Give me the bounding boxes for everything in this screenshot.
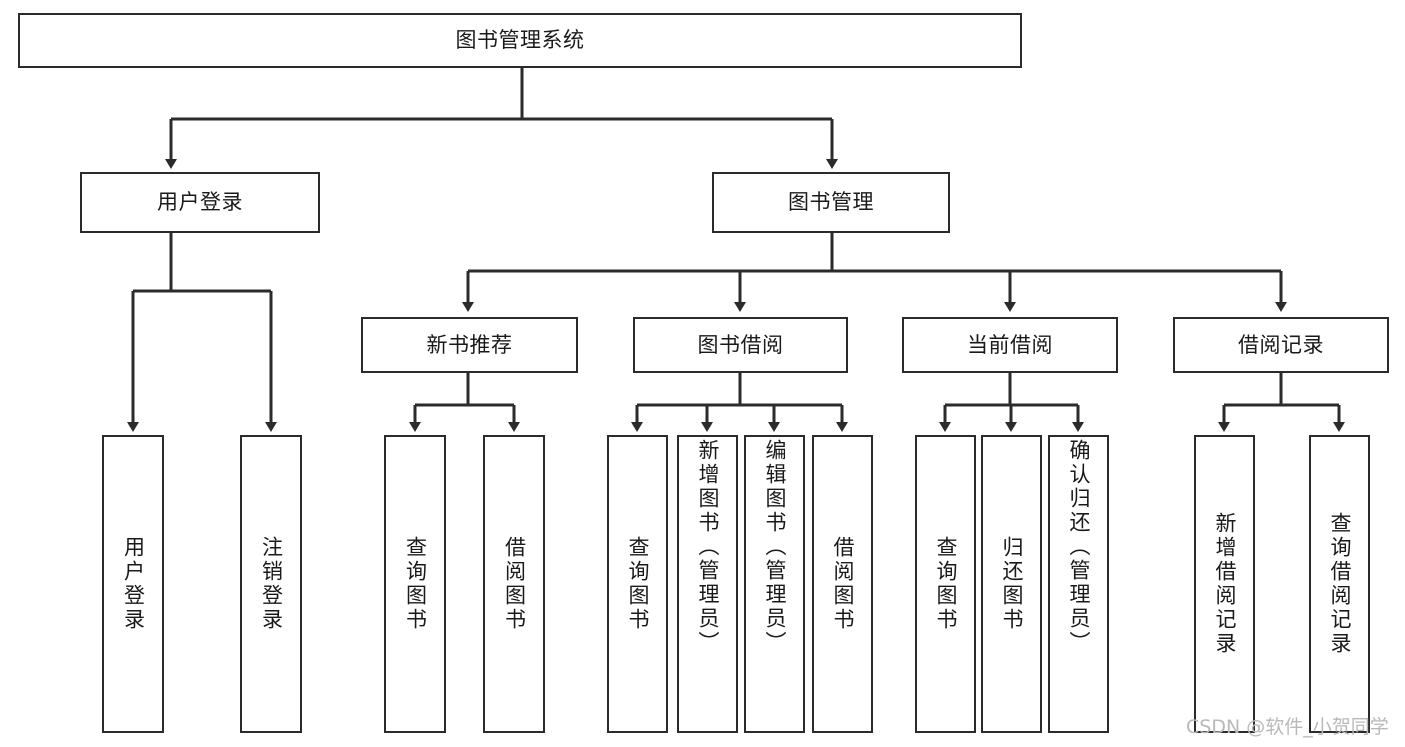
leaf-query-book-recommend[interactable]: 查询图书	[384, 435, 446, 733]
leaf-confirm-return-admin-label: 确认归还（管理员）	[1067, 439, 1091, 655]
leaf-logout-label: 注销登录	[259, 536, 284, 632]
node-borrow-record[interactable]: 借阅记录	[1173, 317, 1389, 373]
node-user-login-label: 用户登录	[157, 190, 243, 215]
leaf-borrow-book-borrow[interactable]: 借阅图书	[812, 435, 873, 733]
leaf-add-borrow-record-label: 新增借阅记录	[1213, 512, 1237, 656]
leaf-query-book-current-label: 查询图书	[934, 536, 958, 632]
leaf-add-borrow-record[interactable]: 新增借阅记录	[1194, 435, 1255, 733]
leaf-borrow-book-recommend[interactable]: 借阅图书	[483, 435, 545, 733]
leaf-query-borrow-record-label: 查询借阅记录	[1328, 512, 1352, 656]
leaf-query-book-borrow[interactable]: 查询图书	[607, 435, 668, 733]
node-book-borrow[interactable]: 图书借阅	[633, 317, 848, 373]
csdn-watermark: CSDN @软件_小贺同学	[1186, 716, 1389, 738]
node-current-borrow-label: 当前借阅	[967, 332, 1053, 357]
leaf-borrow-book-recommend-label: 借阅图书	[502, 536, 527, 632]
leaf-add-book-admin[interactable]: 新增图书（管理员）	[677, 435, 738, 733]
node-book-management-label: 图书管理	[788, 190, 874, 215]
leaf-query-book-borrow-label: 查询图书	[626, 536, 650, 632]
leaf-borrow-book-borrow-label: 借阅图书	[831, 536, 855, 632]
node-book-borrow-label: 图书借阅	[697, 332, 784, 357]
leaf-confirm-return-admin[interactable]: 确认归还（管理员）	[1048, 435, 1109, 733]
leaf-query-book-current[interactable]: 查询图书	[915, 435, 976, 733]
node-current-borrow[interactable]: 当前借阅	[902, 317, 1118, 373]
leaf-logout[interactable]: 注销登录	[240, 435, 302, 733]
node-root-label: 图书管理系统	[455, 28, 585, 53]
leaf-user-login[interactable]: 用户登录	[102, 435, 164, 733]
leaf-return-book-label: 归还图书	[1000, 536, 1024, 632]
leaf-query-book-recommend-label: 查询图书	[403, 536, 428, 632]
leaf-user-login-label: 用户登录	[121, 536, 146, 632]
leaf-edit-book-admin-label: 编辑图书（管理员）	[763, 439, 787, 655]
node-user-login[interactable]: 用户登录	[80, 172, 320, 233]
node-new-book-recommend[interactable]: 新书推荐	[361, 317, 578, 373]
node-book-management[interactable]: 图书管理	[712, 172, 950, 233]
node-new-book-recommend-label: 新书推荐	[426, 332, 513, 357]
leaf-return-book[interactable]: 归还图书	[981, 435, 1042, 733]
node-borrow-record-label: 借阅记录	[1238, 332, 1324, 357]
leaf-query-borrow-record[interactable]: 查询借阅记录	[1309, 435, 1370, 733]
node-root[interactable]: 图书管理系统	[18, 13, 1022, 68]
leaf-edit-book-admin[interactable]: 编辑图书（管理员）	[744, 435, 805, 733]
leaf-add-book-admin-label: 新增图书（管理员）	[696, 439, 720, 655]
